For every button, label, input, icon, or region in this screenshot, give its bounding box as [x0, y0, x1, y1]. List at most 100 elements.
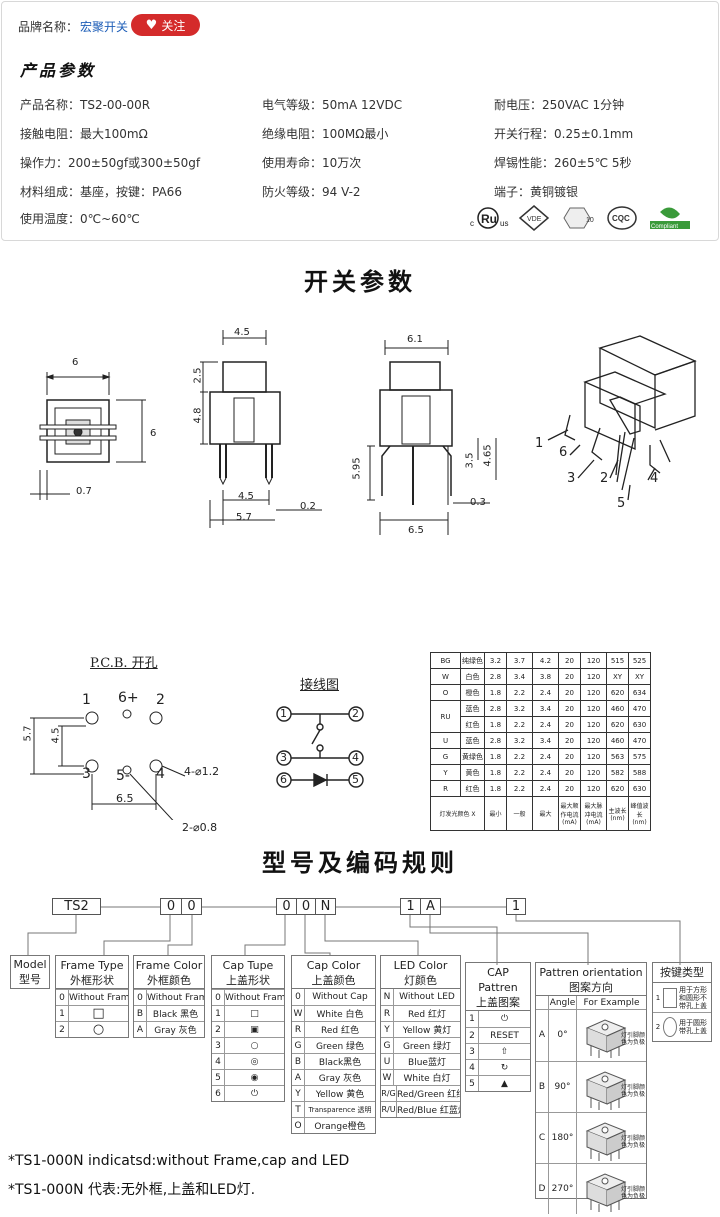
table-cell: 20: [558, 652, 581, 669]
code-char: N: [315, 899, 335, 914]
table-cell: 120: [580, 668, 607, 685]
param-item: 开关行程：0.25±0.1mm: [494, 127, 634, 141]
table-cell: 515: [606, 652, 629, 669]
option-row: 2 RESET: [466, 1027, 530, 1043]
cap-square-dot-icon: ▣: [250, 1024, 259, 1035]
dim-label: 5.95: [351, 457, 363, 480]
angle-value: 180°: [549, 1113, 577, 1163]
table-cell: 20: [558, 668, 581, 685]
dim-label: 0.7: [76, 486, 92, 497]
table-cell: 1.8: [484, 764, 507, 781]
pcb-pin: 3: [82, 766, 91, 782]
option-code: G: [381, 1038, 394, 1053]
dim-label: 6.5: [408, 525, 424, 536]
option-code: 5: [212, 1070, 225, 1085]
option-code: G: [292, 1038, 305, 1053]
code-segment-button: 1: [506, 898, 526, 915]
option-row: 3○: [212, 1037, 284, 1053]
table-cell: 634: [628, 684, 651, 701]
product-info-card: [1, 1, 719, 241]
option-row: 2 用于圆形带孔上盖: [653, 1013, 711, 1041]
option-row: 2▣: [212, 1021, 284, 1037]
option-code: R/U: [381, 1102, 397, 1117]
wiring-diagram: [276, 706, 364, 788]
header-en: Cap Tupe: [222, 959, 274, 972]
table-cell: 2.2: [506, 748, 533, 765]
code-char: 0: [181, 899, 201, 914]
table-cell: 蓝色: [460, 732, 485, 749]
svg-text:10: 10: [586, 217, 594, 224]
orientation-tag: 灯引脚颜色为负极: [621, 1186, 646, 1200]
switch-example-icon: 灯引脚颜色为负极: [577, 1062, 646, 1112]
pcb-drawing: [30, 709, 186, 820]
round-frame-icon: ○: [92, 1022, 105, 1037]
wiring-num: 3: [280, 751, 287, 764]
example-col-header: For Example: [583, 998, 640, 1008]
table-cell: G: [430, 748, 461, 765]
table-cell: 470: [628, 700, 651, 717]
code-char: TS2: [64, 899, 89, 914]
table-header-cell: 最大: [532, 796, 559, 831]
option-label: ⇧: [500, 1046, 509, 1057]
heart-icon: ♥: [145, 17, 158, 33]
wiring-num: 1: [280, 707, 287, 720]
param-item: 耐电压：250VAC 1分钟: [494, 98, 625, 112]
vde-logo: VDE: [518, 205, 550, 231]
table-header-cell: 灯发光颜色 X: [430, 796, 485, 831]
option-code: B: [292, 1054, 305, 1069]
pin-label: 1: [535, 436, 544, 451]
table-cell: 黄绿色: [460, 748, 485, 765]
table-cell: 20: [558, 764, 581, 781]
cqc-logo: CQC: [607, 206, 637, 230]
dim-label: 4.5: [50, 727, 62, 744]
option-label: RESET: [490, 1030, 519, 1041]
option-code: 0: [292, 989, 305, 1005]
option-row: 4↻: [466, 1059, 530, 1075]
option-row: 1□: [212, 1005, 284, 1021]
table-cell: 120: [580, 732, 607, 749]
option-row: 1 用于方形和圆形不带孔上盖: [653, 983, 711, 1013]
brand-link[interactable]: 宏聚开关: [80, 20, 129, 34]
header-en: Pattren orientation: [539, 966, 643, 979]
table-cell: 120: [580, 748, 607, 765]
svg-text:c: c: [470, 219, 474, 228]
option-code: 0: [212, 990, 225, 1005]
table-cell: 3.4: [506, 668, 533, 685]
option-row: 4◎: [212, 1053, 284, 1069]
table-cell: 2.2: [506, 684, 533, 701]
note-cn: *TS1-000N 代表:无外框,上盖和LED灯.: [8, 1182, 256, 1198]
front-view-drawing: [200, 330, 322, 528]
dim-label: 4-⌀1.2: [184, 765, 220, 778]
code-char: A: [420, 899, 440, 914]
pin-label: 6: [559, 445, 568, 460]
code-char: 1: [406, 899, 415, 914]
option-code: 2: [466, 1028, 479, 1043]
header-en: CAP Pattren: [478, 966, 518, 994]
button-type-block: 按键类型 1 用于方形和圆形不带孔上盖 2 用于圆形带孔上盖: [652, 962, 712, 1042]
svg-text:VDE: VDE: [527, 216, 542, 223]
table-cell: O: [430, 684, 461, 701]
table-cell: 白色: [460, 668, 485, 685]
option-row: 5◉: [212, 1069, 284, 1085]
option-label: ↻: [500, 1062, 509, 1073]
param-item: 防火等级：94 V-2: [262, 185, 361, 199]
follow-button[interactable]: ♥ 关注: [131, 14, 200, 36]
table-cell: 1.8: [484, 748, 507, 765]
